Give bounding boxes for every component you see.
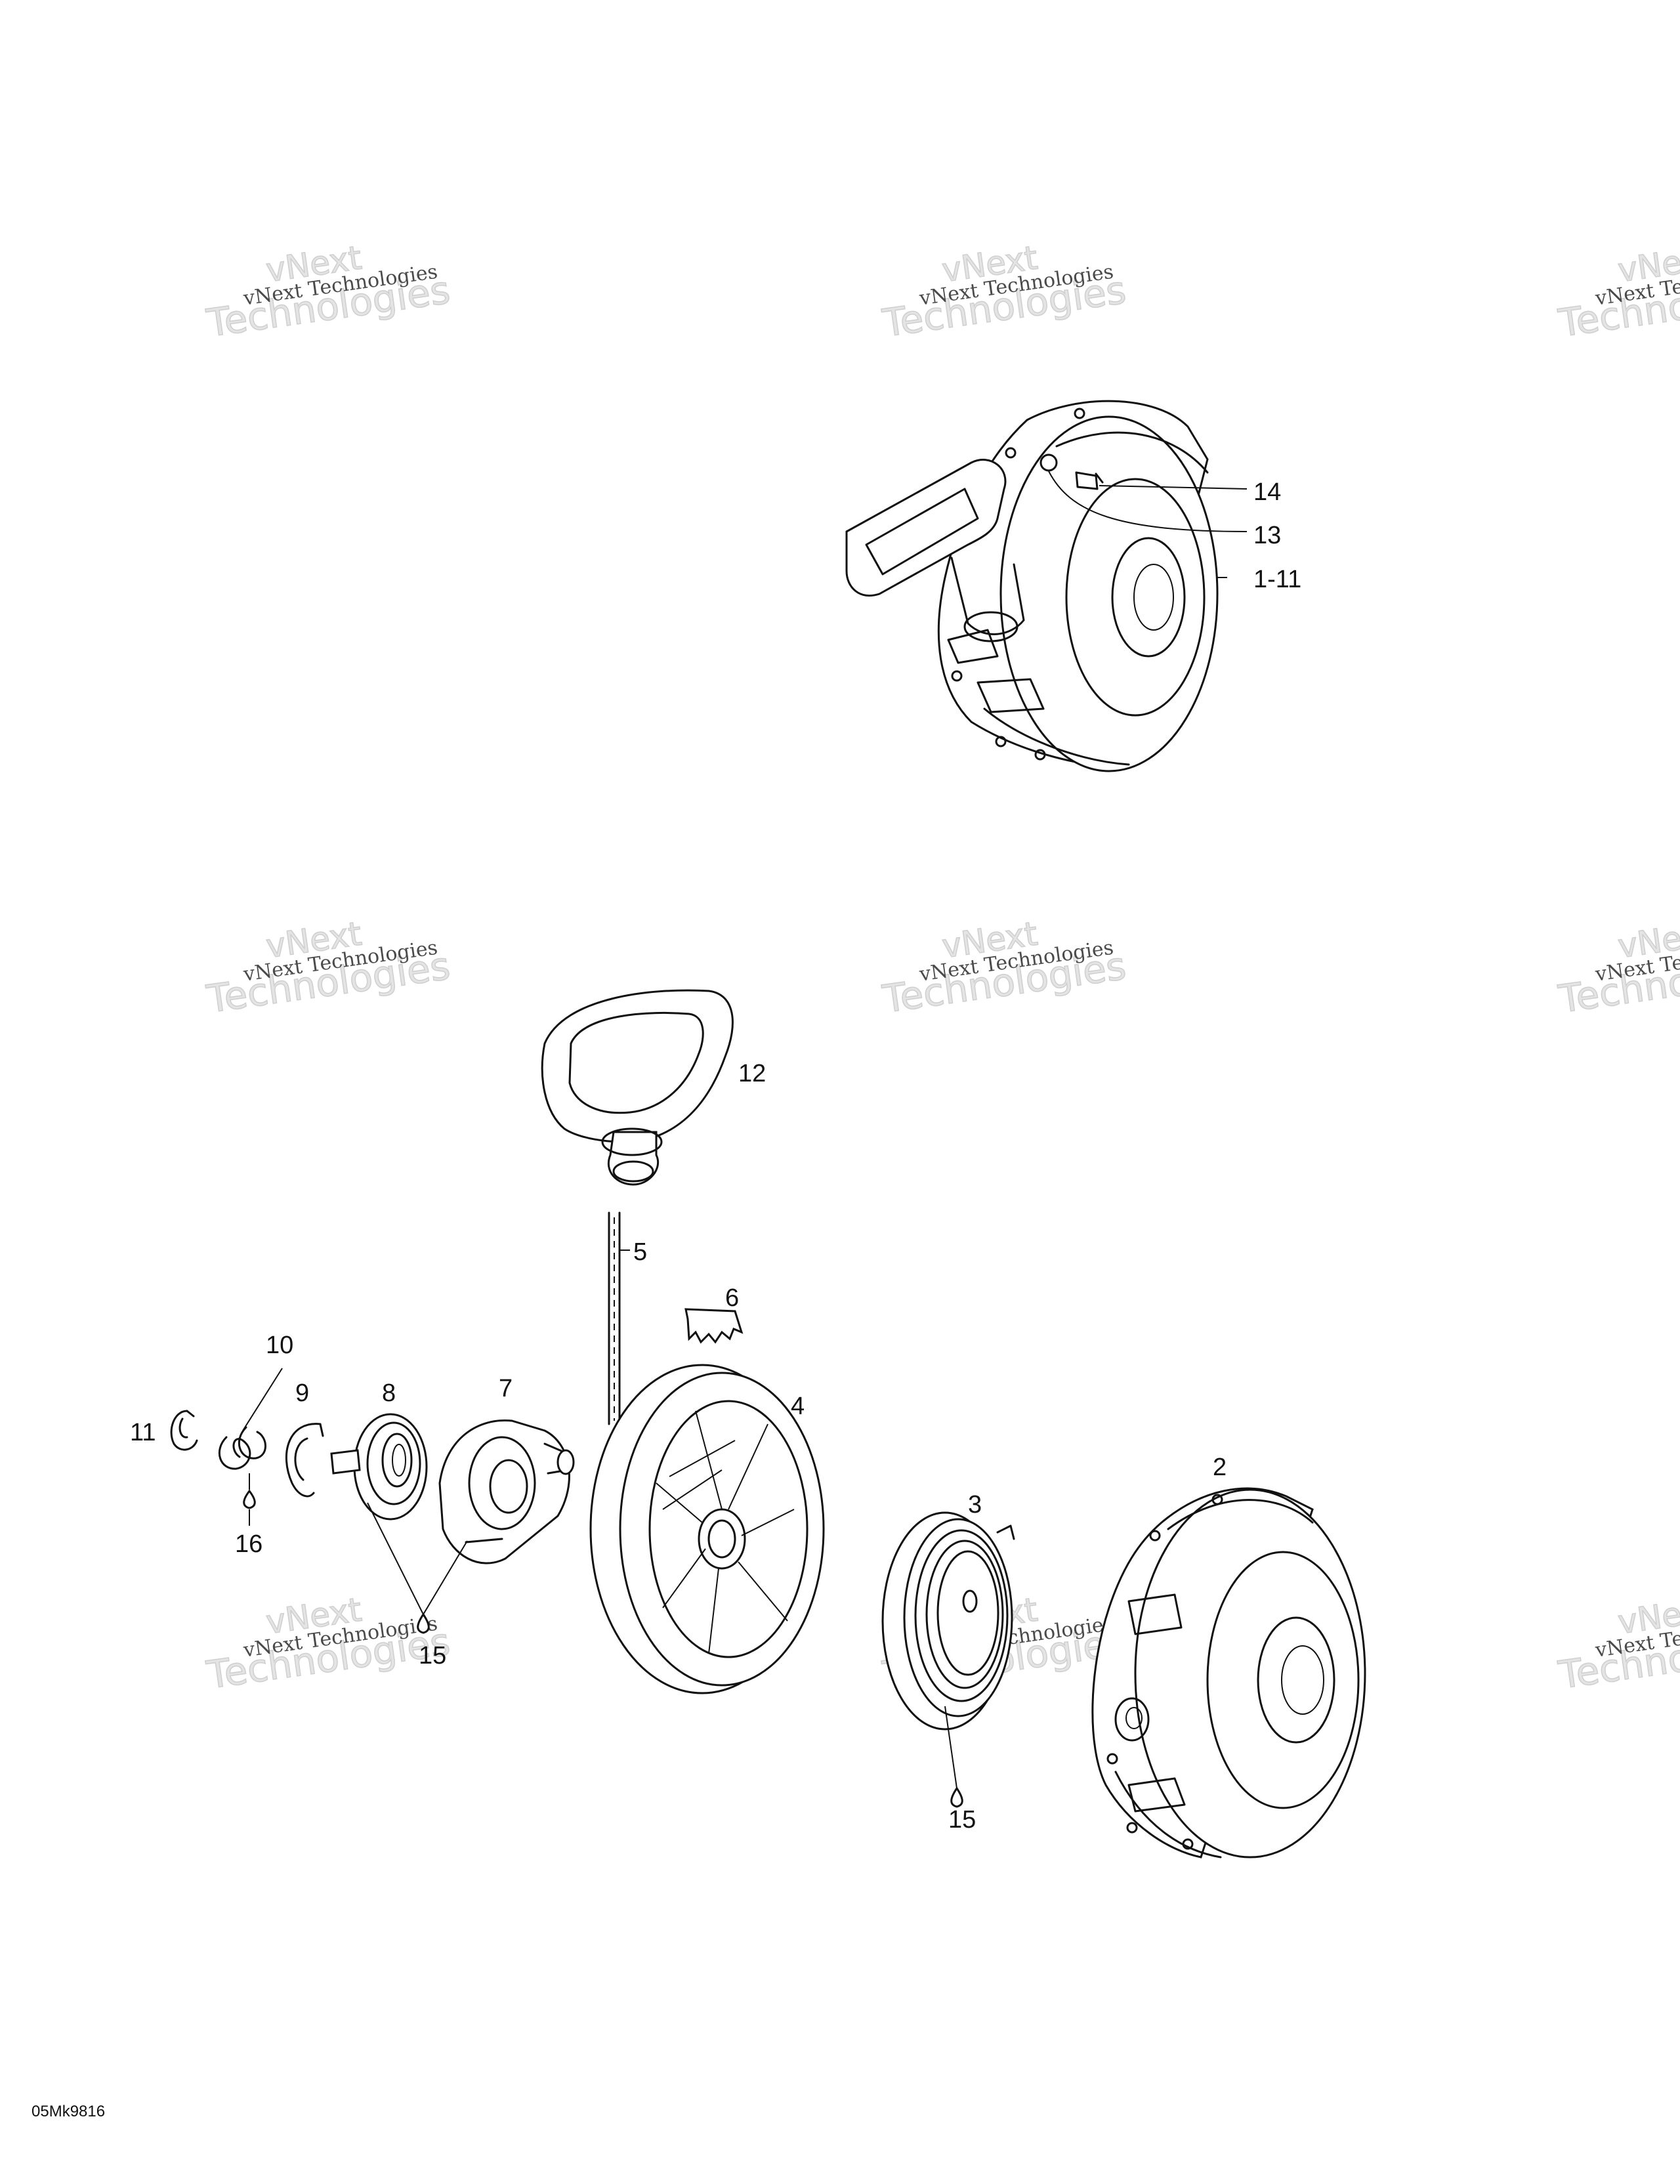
rewind-spring-3: [881, 1511, 1015, 1731]
callout-9: 9: [295, 1379, 309, 1407]
callout-3: 3: [968, 1491, 982, 1519]
watermark: vNext Technologies vNext Technologies: [203, 238, 453, 346]
watermark: vNext Technologies vNext Technologies: [1555, 238, 1680, 346]
callout-12: 12: [738, 1060, 766, 1087]
callout-1-11: 1-11: [1253, 566, 1301, 593]
callout-16: 16: [235, 1530, 262, 1558]
recoil-starter-assembly: [845, 400, 1219, 772]
callout-10: 10: [266, 1332, 293, 1359]
starter-housing-drum: [999, 415, 1219, 772]
watermark: vNext Technologies vNext Technologies: [203, 914, 453, 1022]
callout-4: 4: [791, 1393, 805, 1420]
clip-9: [285, 1423, 324, 1498]
grease-drop-16: [243, 1489, 256, 1509]
callout-14: 14: [1253, 478, 1281, 506]
bolt-14: [1075, 471, 1104, 490]
ring-11: [170, 1410, 198, 1451]
callout-15-left: 15: [419, 1642, 446, 1670]
starter-handle: [845, 459, 1007, 597]
watermark: vNext Technologies vNext Technologies: [1555, 1590, 1680, 1698]
watermark: vNext Technologies vNext Technologies: [1555, 914, 1680, 1022]
spring-10: [218, 1368, 283, 1470]
callout-6: 6: [725, 1284, 739, 1312]
grease-drop-15-left: [417, 1612, 430, 1634]
pull-handle-12: [541, 989, 734, 1186]
callout-7: 7: [499, 1375, 513, 1402]
watermark: vNext Technologies vNext Technologies: [879, 238, 1129, 346]
washer-13: [1040, 453, 1058, 472]
starter-rope-5: [608, 1211, 621, 1425]
callout-11: 11: [130, 1419, 156, 1446]
pawl-6: [684, 1308, 744, 1344]
plate-7: [438, 1419, 575, 1564]
callout-5: 5: [633, 1238, 647, 1266]
callout-8: 8: [382, 1379, 396, 1407]
callout-15-right: 15: [948, 1806, 976, 1834]
spring-disc-8: [330, 1413, 428, 1521]
drawing-code: 05Mk9816: [32, 2103, 105, 2120]
starter-housing-2: [1091, 1487, 1366, 1858]
grease-drop-15-right: [950, 1786, 963, 1808]
watermark: vNext Technologies vNext Technologies: [879, 914, 1129, 1022]
callout-2: 2: [1213, 1454, 1227, 1481]
callout-13: 13: [1253, 522, 1281, 549]
rope-pulley-4: [589, 1364, 825, 1694]
